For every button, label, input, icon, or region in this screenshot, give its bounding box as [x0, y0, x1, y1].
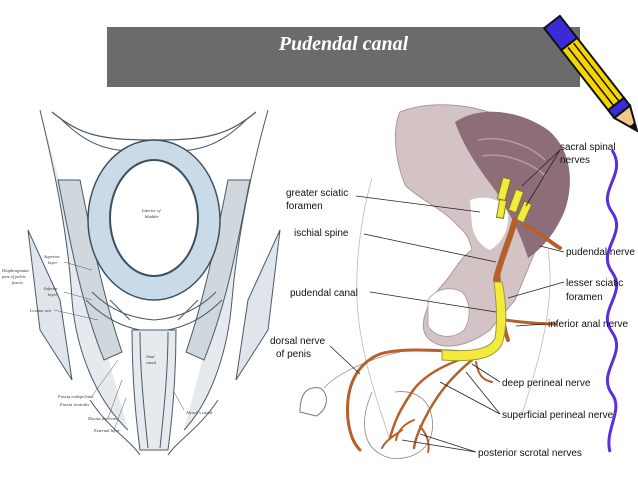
label-sacral-spinal-1: sacral spinal — [560, 142, 616, 153]
label-dorsal-nerve-2: of penis — [276, 349, 311, 360]
label-dorsal-nerve-1: dorsal nerve — [270, 336, 325, 347]
label-posterior-scrotal: posterior scrotal nerves — [478, 448, 582, 459]
label-sacral-spinal-2: nerves — [560, 155, 590, 166]
label-diaphragmatic-3: fascia — [12, 280, 23, 285]
label-levator-ani: Levator ani — [29, 308, 52, 313]
label-inferior-anal-nerve: inferior anal nerve — [548, 319, 628, 330]
label-lesser-sciatic-1: lesser sciatic — [566, 278, 623, 289]
label-pudendal-canal: pudendal canal — [290, 288, 358, 299]
label-alcock: Alcock's canal — [185, 410, 213, 415]
label-urethra-2: canal — [146, 360, 157, 365]
label-ductus: Ductus deferens — [87, 416, 117, 421]
label-inferior-1: Inferior — [43, 286, 58, 291]
label-bladder-1: Interior of — [141, 208, 161, 213]
label-greater-sciatic-2: foramen — [286, 201, 323, 212]
label-greater-sciatic-1: greater sciatic — [286, 188, 348, 199]
label-superficial-perineal: superficial perineal nerve — [502, 410, 614, 421]
label-fascia-2: Fascia ventralis — [59, 402, 89, 407]
label-external-layer: External layer — [93, 428, 120, 433]
label-fascia-1: Fascia endopelvina — [57, 394, 94, 399]
label-lesser-sciatic-2: foramen — [566, 292, 603, 303]
label-inferior-2: layer — [48, 292, 57, 297]
label-superior-1: Superior — [44, 254, 60, 259]
label-ischial-spine: ischial spine — [294, 228, 349, 239]
label-diaphragmatic-1: Diaphragmatic — [1, 268, 30, 273]
label-bladder-2: bladder — [145, 214, 159, 219]
label-diaphragmatic-2: part of pelvic — [1, 274, 26, 279]
slide-title: Pudendal canal — [278, 33, 409, 55]
title-bar: Pudendal canal — [107, 27, 580, 87]
label-deep-perineal: deep perineal nerve — [502, 378, 591, 389]
label-urethra-1: Anal — [145, 354, 155, 359]
label-pudendal-nerve: pudendal nerve — [566, 247, 635, 258]
sacrum — [455, 111, 570, 258]
label-superior-2: layer — [48, 260, 57, 265]
